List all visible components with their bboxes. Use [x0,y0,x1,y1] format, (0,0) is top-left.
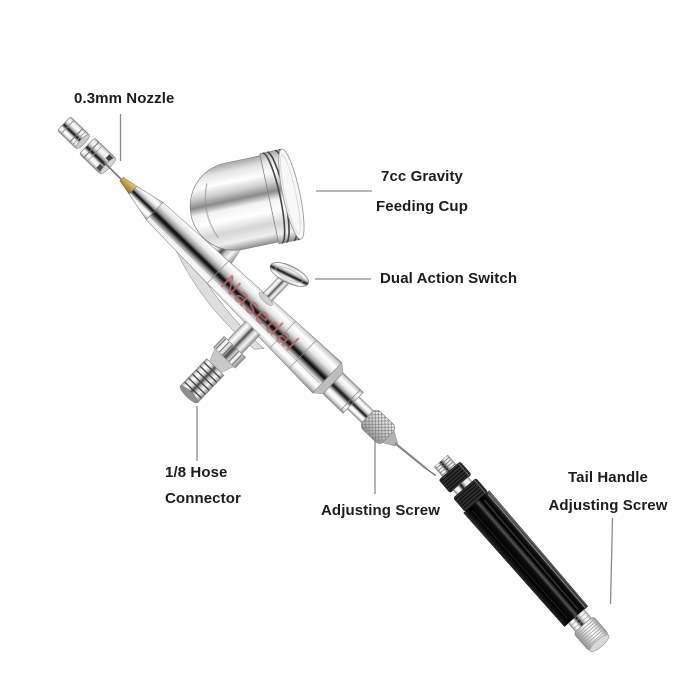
label-tail-handle: Tail Handle Adjusting Screw [547,469,669,514]
front-needle [103,161,138,195]
label-gravity-cup-line1: 7cc Gravity [381,168,463,185]
leader-lines [119,114,614,605]
rear-assembly [312,362,437,477]
tail-end-cap [574,617,610,653]
label-nozzle: 0.3mm Nozzle [74,90,175,107]
label-tail-handle-line1: Tail Handle [567,469,648,486]
hose-connector [179,320,261,404]
label-gravity-cup: 7cc Gravity Feeding Cup [374,168,470,215]
label-tail-handle-line2: Adjusting Screw [548,496,668,514]
label-adjusting-screw: Adjusting Screw [321,502,441,519]
leader-line-tail-handle [609,517,614,605]
handle-body [463,490,589,627]
label-gravity-cup-line2: Feeding Cup [376,197,468,215]
dual-action-trigger [258,262,310,306]
label-dual-action-switch: Dual Action Switch [380,270,518,287]
nozzle-cap [57,117,90,149]
cup-opening [278,148,305,240]
tail-handle [433,454,610,653]
label-hose-connector-line2: Connector [165,489,241,507]
gravity-cup [189,148,305,251]
label-hose-connector-line1: 1/8 Hose [165,464,228,481]
label-hose-connector: 1/8 Hose Connector [165,464,241,507]
rear-needle [394,442,428,470]
